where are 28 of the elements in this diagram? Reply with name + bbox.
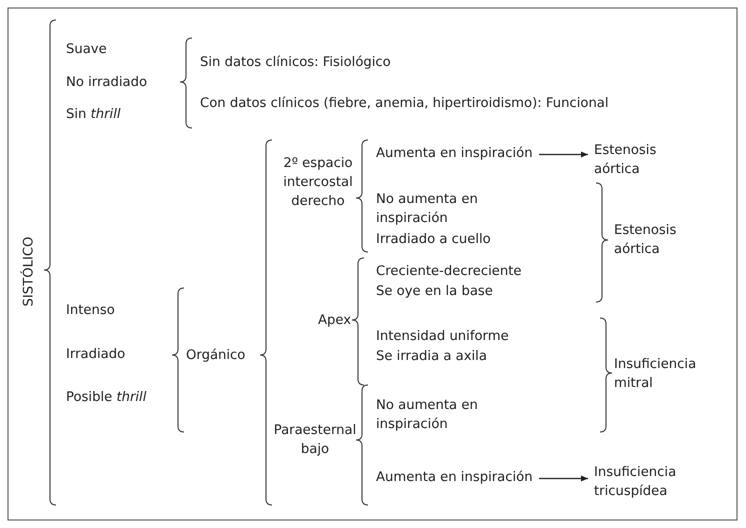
text-label: Aumenta en inspiración [376, 144, 533, 163]
text-label: Irradiado [66, 346, 126, 364]
text-label: Posible thrill [66, 389, 146, 407]
text-label: 2º espacio intercostal derecho [282, 155, 354, 211]
text-label: Insuficiencia mitral [614, 356, 698, 393]
text-label: Estenosis aórtica [594, 141, 674, 179]
text-label: Estenosis aórtica [614, 222, 678, 259]
text-label: Irradiado a cuello [376, 231, 491, 249]
text-label: Intensidad uniforme [376, 328, 509, 346]
arrow [539, 476, 588, 482]
text-label: No aumenta en inspiración [376, 191, 479, 228]
text-label: No aumenta en inspiración [376, 397, 479, 434]
text-label: Con datos clínicos (fiebre, anemia, hipertiroidismo): Funcional [200, 95, 609, 113]
text-label: Aumenta en inspiración [376, 468, 533, 487]
text-label: Se irradia a axila [376, 348, 487, 366]
text-label: Paraesternal bajo [272, 422, 358, 459]
text-label: Insuficiencia tricuspídea [594, 463, 694, 501]
text-label: Se oye en la base [376, 283, 493, 301]
text-label: SISTÓLICO [20, 236, 38, 308]
text-label: No irradiado [66, 74, 148, 92]
text-label: Apex [318, 312, 352, 330]
text-label: Orgánico [186, 347, 246, 365]
text-label: Creciente-decreciente [376, 263, 522, 281]
text-label: Suave [66, 41, 107, 59]
arrow [539, 152, 588, 158]
text-label: Intenso [66, 302, 115, 320]
text-label: Sin thrill [66, 106, 121, 124]
text-label: Sin datos clínicos: Fisiológico [200, 54, 391, 72]
